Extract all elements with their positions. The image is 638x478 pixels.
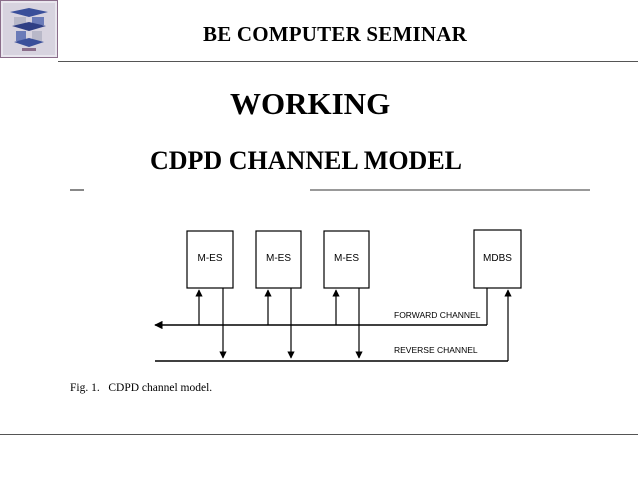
reverse-channel-label: REVERSE CHANNEL [394,345,478,355]
forward-channel-label: FORWARD CHANNEL [394,310,481,320]
node-box-mes-1: M-ES [186,230,234,289]
node-label: M-ES [334,253,359,264]
node-box-mes-3: M-ES [323,230,370,289]
scan-artifact [70,189,590,191]
node-box-mes-2: M-ES [255,230,302,289]
slide-heading: WORKING [230,86,391,121]
footer-divider [0,434,638,435]
figure-caption: Fig. 1. CDPD channel model. [70,382,212,394]
node-label: M-ES [198,253,223,264]
header-title: BE COMPUTER SEMINAR [203,22,467,46]
slide-subheading: CDPD CHANNEL MODEL [150,146,463,175]
node-label: MDBS [483,253,512,264]
node-label: M-ES [266,253,291,264]
node-box-mdbs: MDBS [473,229,522,289]
header-divider [58,61,638,62]
logo-icon [0,0,58,58]
